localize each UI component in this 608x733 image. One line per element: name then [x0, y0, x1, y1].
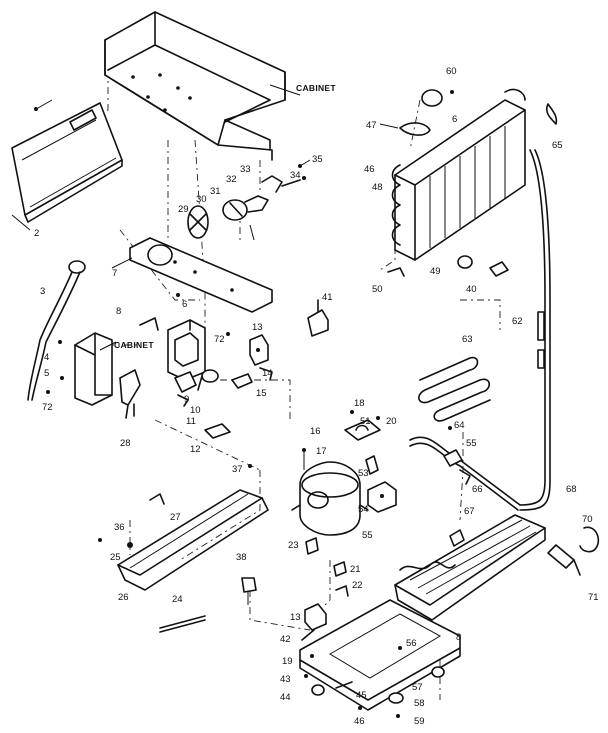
- label-18: 18: [354, 398, 365, 409]
- label-59: 59: [414, 716, 425, 727]
- label-33: 33: [240, 164, 251, 175]
- condenser-assembly: 60 6 47 46 49 40 50: [364, 66, 526, 295]
- bracket-41: 41: [307, 292, 333, 337]
- label-37: 37: [232, 464, 243, 475]
- label-46b: 46: [354, 716, 365, 727]
- fan-motor-assembly: 29 30 31 32 33 34 35: [178, 154, 323, 241]
- label-35: 35: [312, 154, 323, 165]
- label-38: 38: [236, 552, 247, 563]
- label-68: 68: [566, 484, 577, 495]
- label-42: 42: [280, 634, 291, 645]
- label-31: 31: [210, 186, 221, 197]
- label-44: 44: [280, 692, 291, 703]
- label-2: 2: [34, 228, 39, 239]
- label-53: 53: [358, 468, 369, 479]
- label-12: 12: [190, 444, 201, 455]
- label-48: 48: [372, 182, 383, 193]
- label-17: 17: [316, 446, 327, 457]
- label-32: 32: [226, 174, 237, 185]
- label-6b: 6: [452, 114, 457, 125]
- label-47: 47: [366, 120, 377, 131]
- label-24: 24: [172, 594, 183, 605]
- lower-frame: 13 42 19 43 44 45 46 56 57 58 59 8: [280, 599, 461, 727]
- label-8b: 8: [456, 632, 461, 643]
- label-5: 5: [44, 368, 49, 379]
- label-13b: 13: [290, 612, 301, 623]
- label-13a: 13: [252, 322, 263, 333]
- label-54: 54: [358, 504, 369, 515]
- label-51: 51: [360, 416, 371, 427]
- label-50: 50: [372, 284, 383, 295]
- fan-bracket: 7 6: [111, 237, 273, 313]
- power-cord: 3: [27, 260, 86, 401]
- label-29: 29: [178, 204, 189, 215]
- label-8: 8: [116, 306, 121, 317]
- cabinet-top-label: CABINET: [296, 83, 336, 93]
- label-67: 67: [464, 506, 475, 517]
- label-27: 27: [170, 512, 181, 523]
- label-64: 64: [454, 420, 465, 431]
- label-63: 63: [462, 334, 473, 345]
- drain-pan: 67 71 70: [394, 506, 600, 621]
- label-6: 6: [182, 299, 187, 310]
- label-57: 57: [412, 682, 423, 693]
- base-rail: 36 25 26 27 37 38 24: [98, 464, 269, 633]
- heater-coil: 63: [418, 334, 491, 422]
- label-56: 56: [406, 638, 417, 649]
- label-49: 49: [430, 266, 441, 277]
- label-30: 30: [196, 194, 207, 205]
- label-28: 28: [120, 438, 131, 449]
- label-16: 16: [310, 426, 321, 437]
- label-7: 7: [112, 268, 117, 279]
- label-70: 70: [582, 514, 593, 525]
- label-3: 3: [40, 286, 45, 297]
- cabinet-top-tray: CABINET: [104, 11, 336, 161]
- label-71: 71: [588, 592, 599, 603]
- label-36: 36: [114, 522, 125, 533]
- label-14: 14: [262, 368, 273, 379]
- label-58: 58: [414, 698, 425, 709]
- label-11: 11: [186, 416, 196, 427]
- compressor-assembly: 17 16 18 51 20 53 54 55 23 21 22 64 55 6…: [288, 398, 483, 597]
- left-side-panel: 2: [11, 99, 123, 239]
- label-25: 25: [110, 552, 121, 563]
- refrigerant-tubing: 65 62 68: [409, 103, 577, 511]
- label-41: 41: [322, 292, 333, 303]
- label-23: 23: [288, 540, 299, 551]
- label-10: 10: [190, 405, 201, 416]
- label-72a: 72: [42, 402, 53, 413]
- label-60: 60: [446, 66, 457, 77]
- label-20: 20: [386, 416, 397, 427]
- label-19: 19: [282, 656, 293, 667]
- label-55b: 55: [466, 438, 477, 449]
- label-40: 40: [466, 284, 477, 295]
- label-21: 21: [350, 564, 361, 575]
- label-66: 66: [472, 484, 483, 495]
- label-55a: 55: [362, 530, 373, 541]
- label-26: 26: [118, 592, 129, 603]
- electrical-parts: 8 9 10 11 12 13 14 15 72 28: [116, 306, 273, 455]
- cabinet-mid-label: CABINET: [114, 340, 154, 350]
- label-22: 22: [352, 580, 363, 591]
- label-4: 4: [44, 352, 49, 363]
- control-box: 4 5 72 CABINET: [42, 332, 154, 413]
- label-72b: 72: [214, 334, 225, 345]
- label-62: 62: [512, 316, 523, 327]
- label-46a: 46: [364, 164, 375, 175]
- label-45: 45: [356, 690, 367, 701]
- label-34: 34: [290, 170, 301, 181]
- label-15: 15: [256, 388, 267, 399]
- label-43: 43: [280, 674, 291, 685]
- label-65: 65: [552, 140, 563, 151]
